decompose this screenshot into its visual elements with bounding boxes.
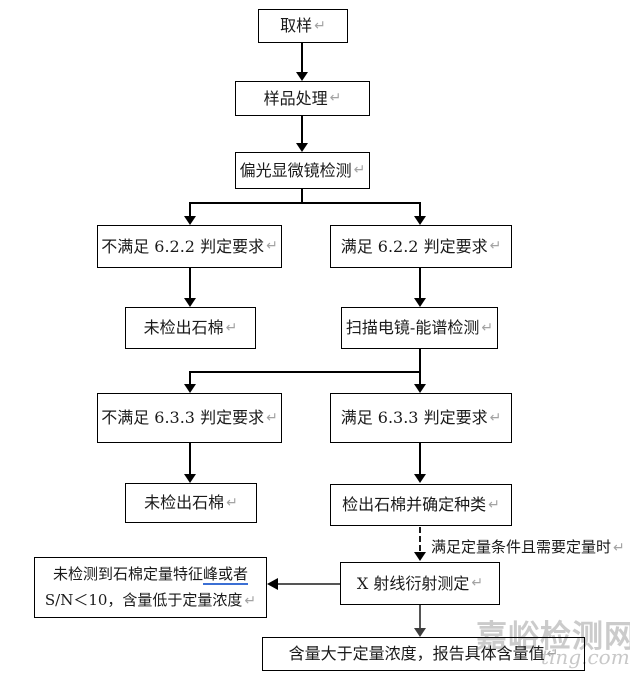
node-meet-622: 满足 6.2.2 判定要求↵ bbox=[330, 225, 512, 268]
quant-condition-label: 满足定量条件且需要定量时 bbox=[431, 538, 612, 556]
node-sem-eds-detection-label: 扫描电镜-能谱检测 bbox=[345, 318, 480, 338]
connector-split-to-notmeet633 bbox=[189, 371, 191, 385]
arrowhead-down-icon bbox=[414, 298, 426, 307]
node-meet-622-label: 满足 6.2.2 判定要求 bbox=[340, 236, 488, 256]
arrowhead-down-icon bbox=[184, 216, 196, 225]
arrowhead-down-icon bbox=[184, 474, 196, 483]
node-no-asbestos-a: 未检出石棉↵ bbox=[125, 307, 256, 349]
arrowhead-down-icon bbox=[414, 384, 426, 393]
node-no-asbestos-a-label: 未检出石棉 bbox=[143, 318, 224, 338]
connector-plm-split-stem bbox=[301, 189, 303, 204]
node-below-loq-line2-text: S/N＜10，含量低于定量浓度 bbox=[44, 591, 243, 609]
connector-meet633-to-confirmed bbox=[419, 443, 421, 475]
paragraph-mark-icon: ↵ bbox=[546, 645, 559, 662]
arrowhead-down-icon bbox=[296, 143, 308, 152]
paragraph-mark-icon: ↵ bbox=[329, 90, 342, 107]
paragraph-mark-icon: ↵ bbox=[489, 238, 502, 255]
node-sampling-label: 取样 bbox=[280, 16, 313, 36]
connector-notmeet633-to-noasbestos bbox=[189, 443, 191, 475]
connector-xrd-to-report bbox=[419, 605, 421, 629]
paragraph-mark-icon: ↵ bbox=[613, 540, 625, 556]
node-not-meet-622-label: 不满足 6.2.2 判定要求 bbox=[101, 236, 265, 256]
node-below-loq: 未检测到石棉定量特征峰或者 S/N＜10，含量低于定量浓度↵ bbox=[34, 557, 267, 618]
connector-dashed-confirmed-to-xrd bbox=[419, 527, 421, 551]
node-no-asbestos-b-label: 未检出石棉 bbox=[144, 493, 225, 513]
node-asbestos-confirmed: 检出石棉并确定种类↵ bbox=[330, 484, 512, 526]
node-meet-633-label: 满足 6.3.3 判定要求 bbox=[340, 408, 488, 428]
connector-meet622-to-semeds bbox=[419, 268, 421, 299]
connector-split-to-meet633 bbox=[419, 371, 421, 385]
connector-plm-split-bar bbox=[189, 202, 421, 204]
arrowhead-down-icon bbox=[296, 72, 308, 81]
paragraph-mark-icon: ↵ bbox=[266, 238, 278, 255]
paragraph-mark-icon: ↵ bbox=[225, 319, 238, 336]
arrowhead-down-icon bbox=[184, 384, 196, 393]
node-below-loq-line1: 未检测到石棉定量特征峰或者 bbox=[52, 561, 249, 587]
connector-semeds-split-bar bbox=[189, 371, 421, 373]
node-report-content-value-label: 含量大于定量浓度，报告具体含量值 bbox=[288, 644, 545, 664]
node-not-meet-622: 不满足 6.2.2 判定要求↵ bbox=[97, 225, 282, 268]
paragraph-mark-icon: ↵ bbox=[488, 496, 500, 513]
arrowhead-down-icon bbox=[414, 216, 426, 225]
quant-condition-annotation: 满足定量条件且需要定量时↵ bbox=[431, 536, 625, 557]
node-sample-processing: 样品处理↵ bbox=[235, 81, 370, 116]
node-sem-eds-detection: 扫描电镜-能谱检测↵ bbox=[341, 307, 498, 349]
node-sampling: 取样↵ bbox=[258, 9, 348, 43]
node-not-meet-633-label: 不满足 6.3.3 判定要求 bbox=[101, 408, 265, 428]
paragraph-mark-icon: ↵ bbox=[244, 593, 257, 609]
node-meet-633: 满足 6.3.3 判定要求↵ bbox=[330, 393, 512, 443]
paragraph-mark-icon: ↵ bbox=[314, 17, 326, 34]
arrowhead-down-icon bbox=[184, 298, 196, 307]
node-below-loq-underlined-text: 峰或者 bbox=[203, 565, 249, 585]
paragraph-mark-icon: ↵ bbox=[489, 409, 502, 426]
paragraph-mark-icon: ↵ bbox=[481, 319, 494, 336]
paragraph-mark-icon: ↵ bbox=[266, 409, 278, 426]
paragraph-mark-icon: ↵ bbox=[353, 162, 366, 179]
node-below-loq-line1-text: 未检测到石棉定量特征 bbox=[52, 565, 203, 583]
arrowhead-down-icon bbox=[414, 552, 426, 561]
node-xrd-measurement: X 射线衍射测定↵ bbox=[340, 562, 500, 605]
connector-notmeet622-to-noasbestos bbox=[189, 268, 191, 299]
watermark-domain: ting.com bbox=[541, 645, 630, 669]
connector-sampling-to-processing bbox=[301, 43, 303, 73]
node-plm-detection-label: 偏光显微镜检测 bbox=[239, 160, 352, 180]
node-xrd-measurement-label: X 射线衍射测定 bbox=[356, 573, 470, 593]
arrowhead-left-icon bbox=[267, 578, 278, 590]
node-sample-processing-label: 样品处理 bbox=[263, 88, 328, 108]
arrowhead-down-icon bbox=[414, 474, 426, 483]
connector-xrd-to-belowloq bbox=[278, 583, 340, 585]
connector-semeds-split-stem bbox=[419, 349, 421, 373]
connector-split-to-notmeet622 bbox=[189, 202, 191, 217]
node-not-meet-633: 不满足 6.3.3 判定要求↵ bbox=[97, 393, 282, 443]
node-below-loq-line2: S/N＜10，含量低于定量浓度↵ bbox=[45, 587, 256, 614]
paragraph-mark-icon: ↵ bbox=[226, 494, 238, 511]
node-asbestos-confirmed-label: 检出石棉并确定种类 bbox=[342, 495, 487, 515]
node-plm-detection: 偏光显微镜检测↵ bbox=[235, 152, 370, 189]
connector-processing-to-plm bbox=[301, 116, 303, 144]
node-no-asbestos-b: 未检出石棉↵ bbox=[125, 483, 257, 523]
connector-split-to-meet622 bbox=[419, 202, 421, 217]
paragraph-mark-icon: ↵ bbox=[471, 575, 484, 592]
arrowhead-down-icon bbox=[414, 628, 426, 637]
node-report-content-value: 含量大于定量浓度，报告具体含量值↵ bbox=[262, 637, 585, 671]
